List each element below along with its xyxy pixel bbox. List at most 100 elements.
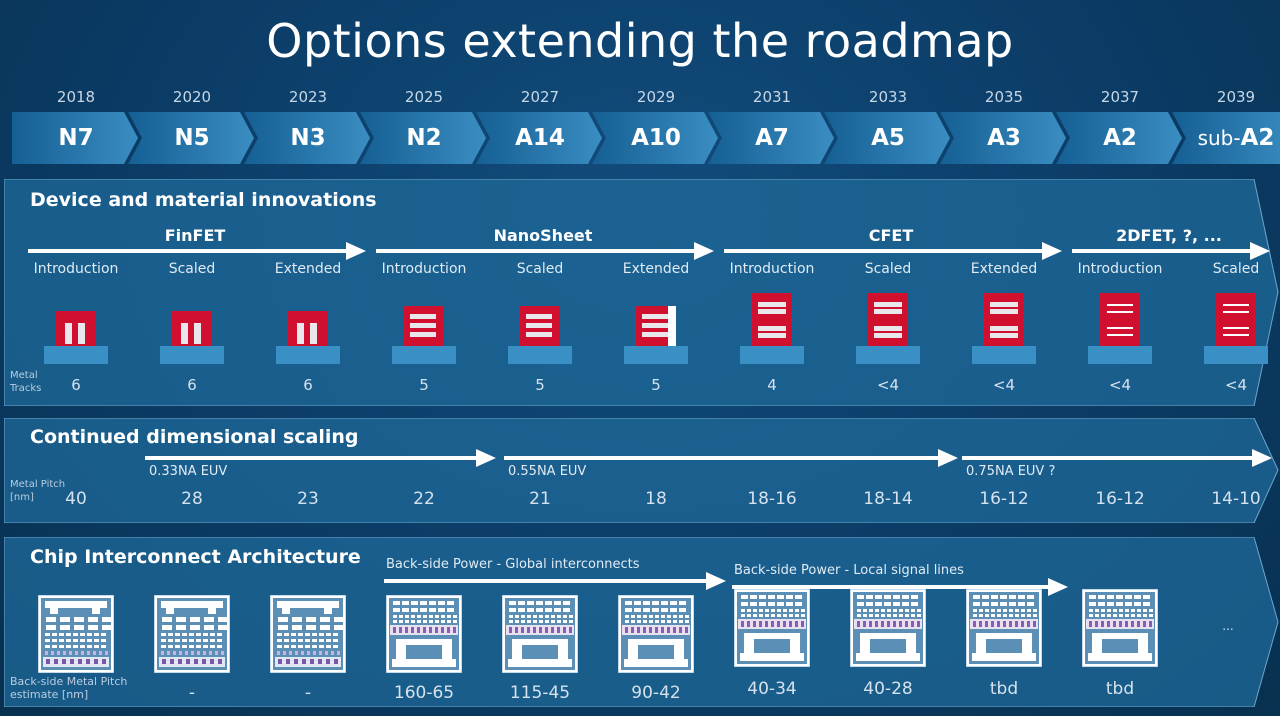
euv-arrow <box>962 449 1272 467</box>
stage-label: Scaled <box>168 261 216 277</box>
euv-label: 0.33NA EUV <box>149 464 228 479</box>
interconnect-stack-icon <box>1082 589 1158 667</box>
interconnect-panel: Chip Interconnect Architecture Back-side… <box>4 537 1280 707</box>
stage-label: Extended <box>970 261 1038 277</box>
backside-power-arrow <box>384 572 726 590</box>
phase-label: FinFET <box>164 226 226 245</box>
chevron-shape <box>1172 112 1280 164</box>
node-year: 2039 <box>1216 88 1256 106</box>
phase-label: CFET <box>868 226 914 245</box>
node-chevron: N3 <box>244 112 370 164</box>
backside-pitch-label-line: Back-side Metal Pitch <box>10 675 128 688</box>
interconnect-stack-icon <box>270 595 346 673</box>
stage-label: Extended <box>274 261 342 277</box>
chevron-shape <box>244 112 370 164</box>
euv-arrow <box>504 449 958 467</box>
interconnect-stack-icon <box>502 595 578 673</box>
panel-title: Device and material innovations <box>30 189 377 211</box>
phase-label: NanoSheet <box>493 226 593 245</box>
node-year: 2033 <box>868 88 908 106</box>
phase-arrow <box>376 242 714 260</box>
transistor-icon <box>276 311 340 364</box>
metal-pitch-value: 18-16 <box>747 489 797 509</box>
node-name: A7 <box>755 125 789 151</box>
backside-metal-pitch-value: tbd <box>989 679 1019 699</box>
metal-pitch-value: 40 <box>65 489 87 509</box>
panel-background <box>4 418 1279 523</box>
euv-arrow <box>145 449 496 467</box>
stage-label: Scaled <box>864 261 912 277</box>
node-chevron: sub-A2 <box>1172 112 1280 164</box>
node-year: 2025 <box>404 88 444 106</box>
node-chevron: N7 <box>12 112 138 164</box>
euv-label: 0.75NA EUV ? <box>966 464 1056 479</box>
node-label: A3 <box>948 112 1060 164</box>
node-label: A14 <box>484 112 596 164</box>
metal-pitch-value: 22 <box>413 489 435 509</box>
interconnect-stack-icon <box>734 589 810 667</box>
metal-tracks-label-line: Metal <box>10 370 38 381</box>
interconnect-stack-icon <box>38 595 114 673</box>
backside-metal-pitch-value: 40-34 <box>747 679 797 699</box>
backside-metal-pitch-value: - <box>188 683 196 703</box>
phase-arrow <box>28 242 366 260</box>
chevron-shape <box>592 112 718 164</box>
node-label: A10 <box>600 112 712 164</box>
node-year: 2035 <box>984 88 1024 106</box>
node-year: 2027 <box>520 88 560 106</box>
transistor-icon <box>1088 293 1152 364</box>
node-chevron: N2 <box>360 112 486 164</box>
stage-label: Scaled <box>516 261 564 277</box>
backside-pitch-label-line: estimate [nm] <box>10 688 89 701</box>
node-chevron: A5 <box>824 112 950 164</box>
phase-arrow <box>724 242 1062 260</box>
metal-pitch-value: 23 <box>297 489 319 509</box>
node-chevron: A10 <box>592 112 718 164</box>
node-chevron: A2 <box>1056 112 1182 164</box>
node-name: A2 <box>1240 125 1275 151</box>
backside-power-label: Back-side Power - Local signal lines <box>734 563 964 578</box>
stage-label: Extended <box>622 261 690 277</box>
transistor-icon <box>856 293 920 364</box>
dimensional-scaling-panel: Continued dimensional scaling 0.33NA EUV… <box>4 418 1280 523</box>
node-name: A2 <box>1103 125 1137 151</box>
node-label: A7 <box>716 112 828 164</box>
transistor-icon <box>392 306 456 364</box>
more-ellipsis: ... <box>1222 619 1234 633</box>
node-chevron: A14 <box>476 112 602 164</box>
chevron-shape <box>128 112 254 164</box>
stage-label: Introduction <box>381 261 467 277</box>
stage-label: Scaled <box>1212 261 1260 277</box>
stage-label: Introduction <box>729 261 815 277</box>
metal-tracks-value: 6 <box>71 376 81 394</box>
interconnect-stack-icon <box>850 589 926 667</box>
metal-tracks-value: <4 <box>992 376 1016 394</box>
panel-title: Chip Interconnect Architecture <box>30 546 361 568</box>
node-chevron: A7 <box>708 112 834 164</box>
metal-pitch-value: 16-12 <box>979 489 1029 509</box>
interconnect-stack-icon <box>154 595 230 673</box>
backside-metal-pitch-value: 90-42 <box>631 683 681 703</box>
node-label: A5 <box>832 112 944 164</box>
panel-title: Continued dimensional scaling <box>30 426 359 448</box>
node-label: N7 <box>20 112 132 164</box>
metal-pitch-value: 18-14 <box>863 489 913 509</box>
interconnect-stack-icon <box>618 595 694 673</box>
metal-pitch-value: 18 <box>645 489 667 509</box>
interconnect-stack-icon <box>966 589 1042 667</box>
transistor-icon <box>1204 293 1268 364</box>
metal-pitch-label-line: Metal Pitch <box>10 479 66 490</box>
metal-tracks-value: 6 <box>187 376 197 394</box>
chevron-shape <box>940 112 1066 164</box>
chevron-shape <box>708 112 834 164</box>
metal-tracks-value: 6 <box>303 376 313 394</box>
backside-metal-pitch-value: 115-45 <box>509 683 571 703</box>
node-year: 2023 <box>288 88 328 106</box>
node-label: N2 <box>368 112 480 164</box>
device-material-panel: Device and material innovations FinFET Na… <box>4 179 1280 406</box>
metal-tracks-label-line: Tracks <box>10 383 42 394</box>
backside-metal-pitch-value: 160-65 <box>393 683 455 703</box>
node-name: N3 <box>290 125 326 151</box>
node-year: 2037 <box>1100 88 1140 106</box>
